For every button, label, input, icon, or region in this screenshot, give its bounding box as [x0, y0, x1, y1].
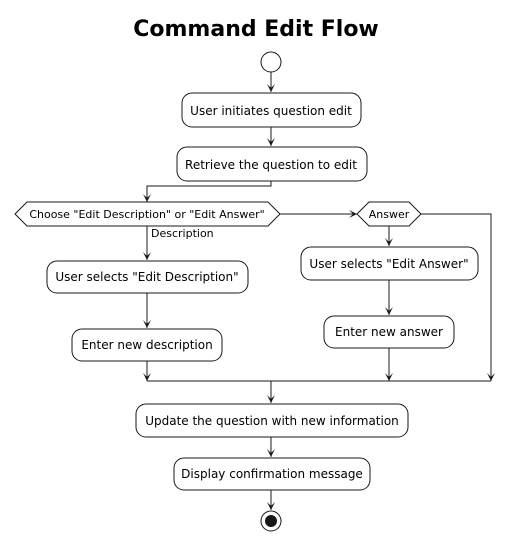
- activity-confirm-label: Display confirmation message: [181, 467, 363, 481]
- start-node: [260, 51, 282, 73]
- decision-answer: Answer: [356, 201, 422, 227]
- decision-choose-label: Choose "Edit Description" or "Edit Answe…: [29, 208, 264, 221]
- arrow-head: [267, 449, 275, 457]
- activity-update: Update the question with new information: [135, 403, 409, 438]
- edge-retrieve-choose: [146, 181, 272, 202]
- activity-select-answer-label: User selects "Edit Answer": [309, 257, 468, 271]
- edge-label-description: Description: [151, 227, 214, 240]
- arrow-head: [267, 84, 275, 92]
- activity-retrieve: Retrieve the question to edit: [176, 146, 368, 182]
- arrow-head: [385, 373, 393, 381]
- activity-initiate: User initiates question edit: [181, 92, 362, 128]
- activity-retrieve-label: Retrieve the question to edit: [185, 158, 357, 172]
- edge-answer-bypass: [421, 213, 492, 381]
- activity-enter-description-label: Enter new description: [81, 338, 212, 352]
- arrow-head: [385, 238, 393, 246]
- edges: [143, 72, 495, 510]
- activity-initiate-label: User initiates question edit: [190, 104, 352, 118]
- arrow-head: [267, 395, 275, 403]
- arrow-head: [143, 373, 151, 381]
- arrow-head: [487, 373, 495, 381]
- decision-answer-label: Answer: [369, 208, 410, 221]
- activity-enter-description: Enter new description: [71, 328, 223, 362]
- arrow-head: [143, 252, 151, 260]
- activity-enter-answer-label: Enter new answer: [335, 325, 443, 339]
- arrow-head: [349, 210, 357, 218]
- activity-enter-answer: Enter new answer: [323, 315, 455, 349]
- activity-confirm: Display confirmation message: [173, 457, 371, 491]
- activity-select-description: User selects "Edit Description": [46, 260, 249, 294]
- arrow-head: [267, 502, 275, 510]
- end-node: [260, 510, 282, 532]
- arrow-head: [143, 320, 151, 328]
- activity-select-answer: User selects "Edit Answer": [300, 246, 479, 281]
- arrow-head: [143, 194, 151, 202]
- diagram-title: Command Edit Flow: [133, 17, 379, 42]
- decision-choose: Choose "Edit Description" or "Edit Answe…: [14, 201, 281, 227]
- activity-select-description-label: User selects "Edit Description": [55, 270, 238, 284]
- activity-update-label: Update the question with new information: [145, 414, 399, 428]
- arrow-head: [385, 307, 393, 315]
- arrow-head: [267, 138, 275, 146]
